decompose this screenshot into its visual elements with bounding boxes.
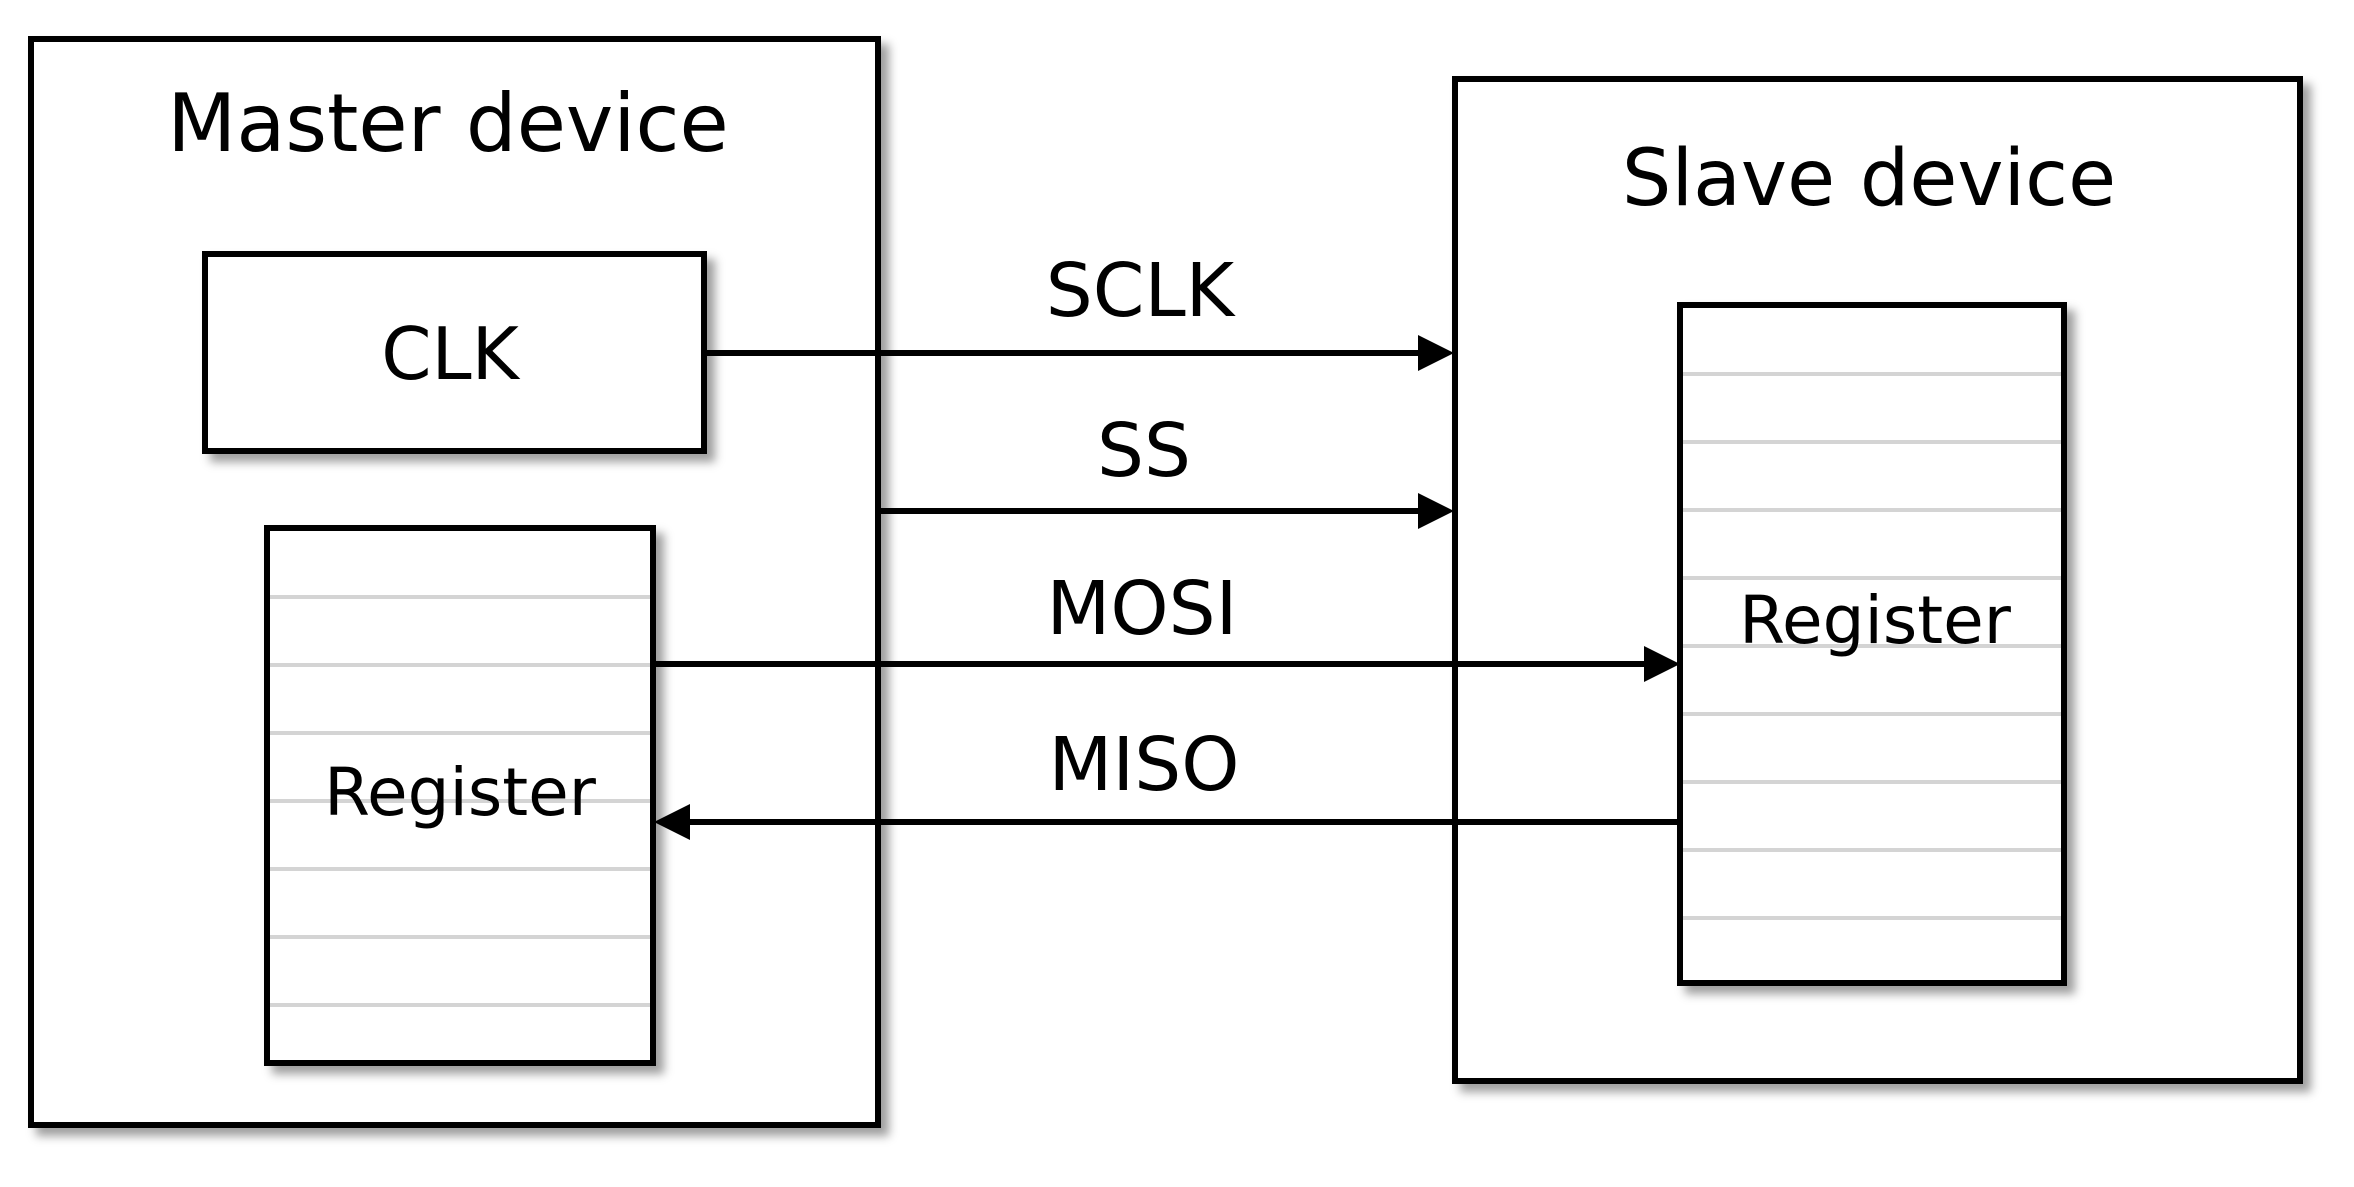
master-register-label: Register [324, 754, 596, 831]
master-device-title: Master device [167, 77, 729, 170]
sclk-label: SCLK [1045, 248, 1235, 334]
clk-box [202, 251, 707, 454]
mosi-label: MOSI [1046, 566, 1238, 652]
miso-label: MISO [1048, 722, 1240, 808]
slave-device-title: Slave device [1621, 134, 2117, 224]
slave-register-label: Register [1739, 582, 2011, 659]
ss-label: SS [1097, 408, 1191, 494]
slave-register [1677, 302, 2067, 986]
clk-label: CLK [381, 312, 519, 396]
master-register [264, 525, 656, 1066]
